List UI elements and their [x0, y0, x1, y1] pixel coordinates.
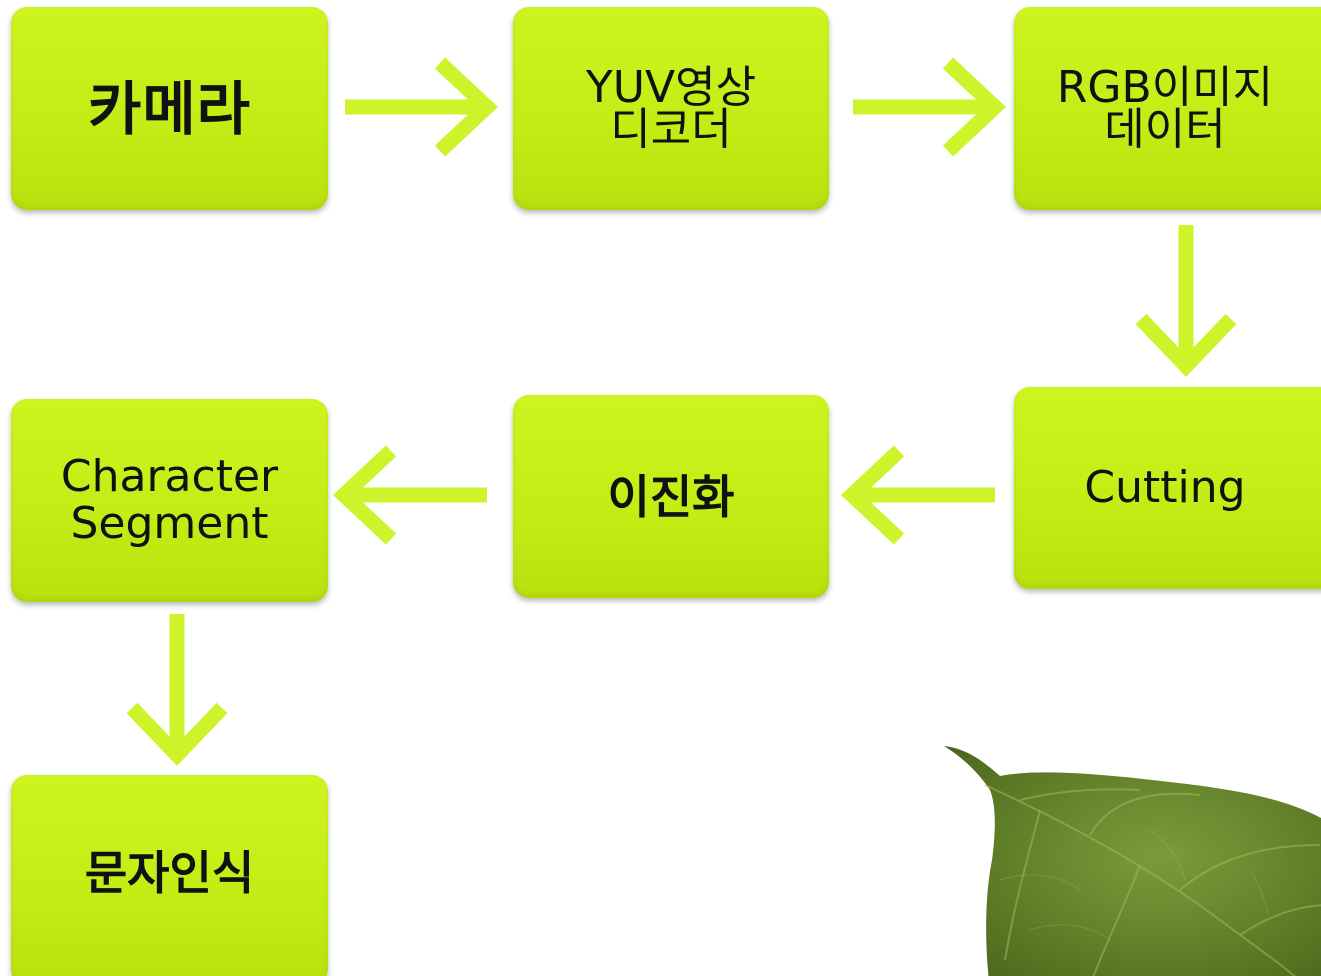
node-binarize-label: 이진화: [607, 469, 735, 524]
node-ocr-label: 문자인식: [84, 846, 255, 900]
node-yuv-decoder: YUV영상 디코더: [513, 7, 829, 210]
node-yuv-decoder-label-2: 디코더: [610, 103, 732, 155]
arrow-yuv-to-rgb: [853, 57, 1006, 157]
node-segment-label-2: Segment: [70, 497, 269, 549]
node-segment-label-1: Character: [60, 451, 279, 503]
node-rgb-label-2: 데이터: [1104, 103, 1226, 155]
node-cutting: Cutting: [1014, 387, 1321, 589]
arrow-camera-to-yuv: [345, 57, 498, 157]
node-rgb-label-1: RGB이미지: [1056, 61, 1274, 113]
node-character-recognition: 문자인식: [11, 775, 328, 976]
arrow-cutting-to-binarize: [841, 445, 995, 545]
arrow-binarize-to-segment: [333, 445, 487, 545]
node-binarize: 이진화: [513, 395, 829, 598]
node-character-segment: Character Segment: [11, 399, 328, 602]
arrow-segment-to-ocr: [126, 614, 228, 766]
node-camera-label: 카메라: [87, 74, 252, 143]
node-rgb-image-data: RGB이미지 데이터: [1014, 7, 1321, 210]
arrow-rgb-to-cutting: [1135, 225, 1237, 377]
node-yuv-decoder-label-1: YUV영상: [585, 61, 757, 113]
node-camera: 카메라: [11, 7, 328, 210]
node-cutting-label: Cutting: [1084, 462, 1246, 513]
